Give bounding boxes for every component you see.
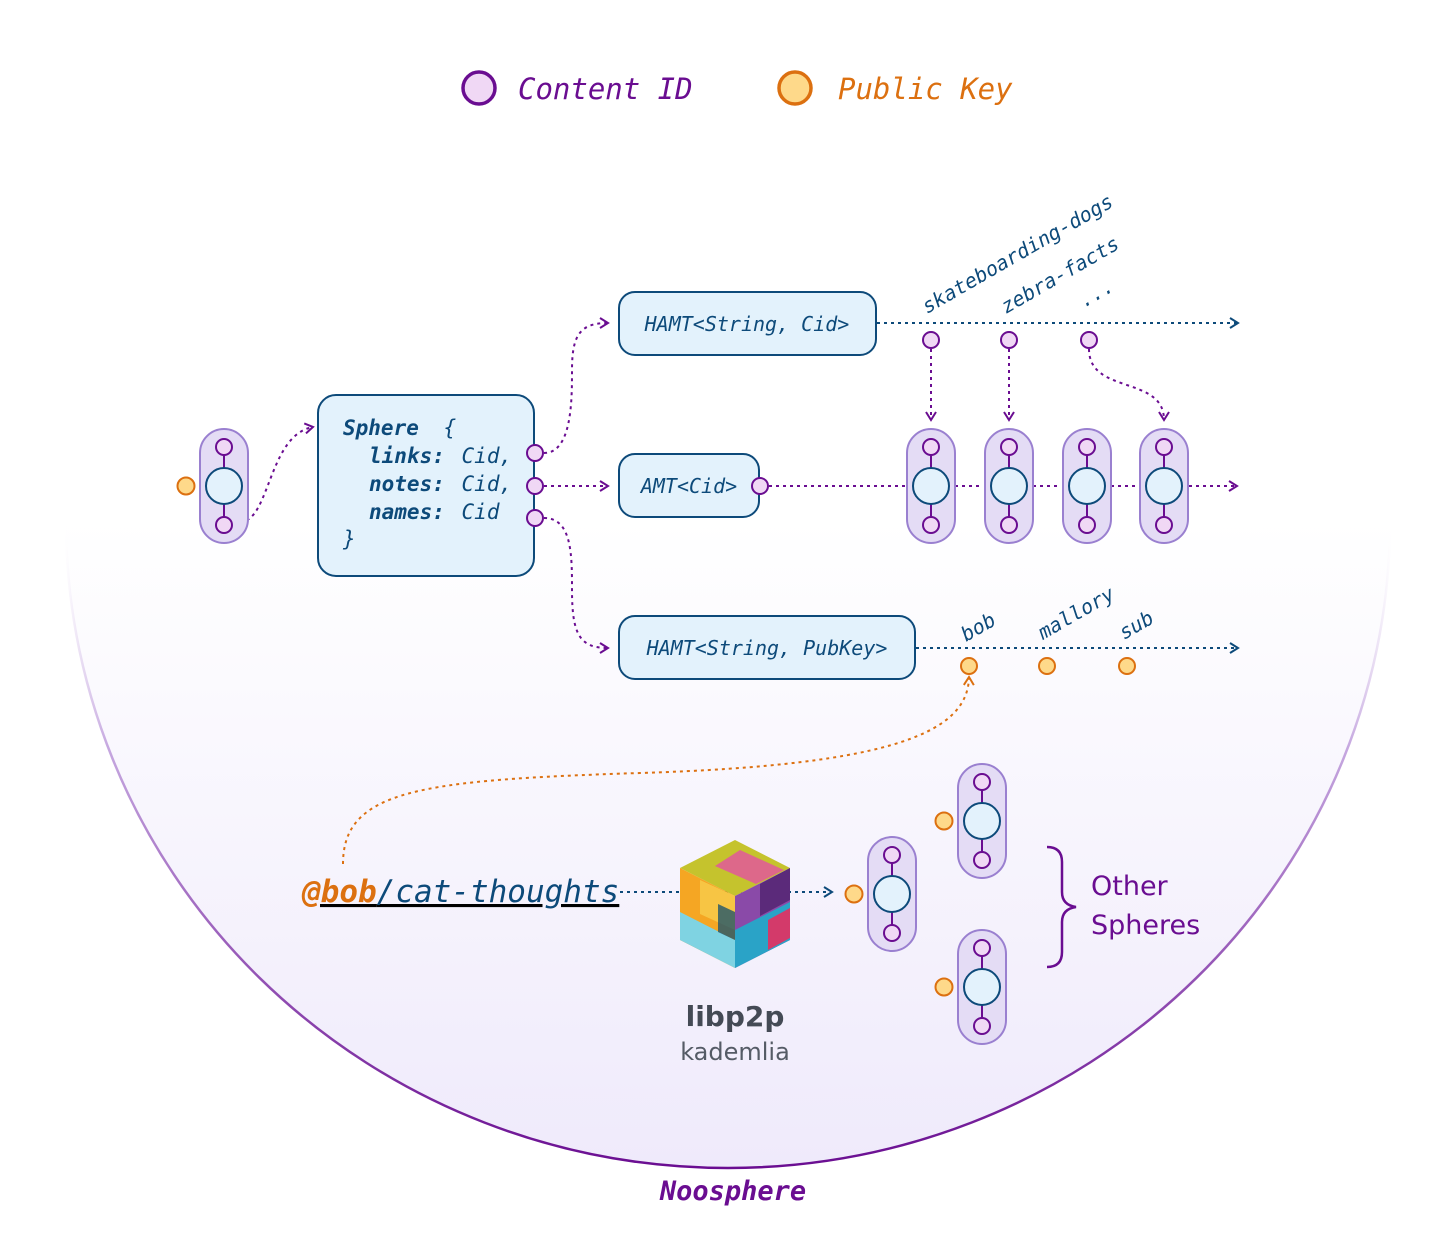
note-revision-pill-3 [1062,428,1112,544]
public-key-legend-icon [777,70,813,106]
root-sphere-pill [176,428,249,544]
parent-cid-dot [215,438,233,456]
links-hamt-box: HAMT<String, Cid> [618,291,877,356]
connectors [239,317,1239,654]
sphere-pills [176,428,1189,1045]
child-cid-dot [1000,516,1018,534]
struct-close-brace: } [342,527,356,551]
parent-cid-dot [1000,438,1018,456]
names-hamt-box: HAMT<String, PubKey> [618,615,916,680]
field-links-type: Cid, [462,444,513,468]
bob-sphere-pill [844,836,917,952]
field-names-key: names [369,500,432,524]
sphere-node [1145,467,1183,505]
name-pubkey-sub [1118,657,1136,675]
link-cid-1 [922,331,940,349]
content-id-legend-label: Content ID [518,72,693,106]
field-notes-key: notes [369,472,432,496]
child-cid-dot [973,1017,991,1035]
child-cid-dot [1078,516,1096,534]
child-cid-dot [922,516,940,534]
public-key-dot [934,977,954,997]
public-key-dot [934,811,954,831]
sphere-node [990,467,1028,505]
field-links-key: links [369,444,432,468]
libp2p-name: libp2p [686,1000,785,1033]
note-revision-pill-4 [1139,428,1189,544]
links-hamt-label: HAMT<String, Cid> [644,312,850,336]
name-pubkey-mallory [1038,657,1056,675]
sphere-node [963,968,1001,1006]
child-cid-dot [1155,516,1173,534]
sphere-node [1068,467,1106,505]
sphere-node [963,802,1001,840]
link-cid-2 [1000,331,1018,349]
names-hamt-label: HAMT<String, PubKey> [646,636,888,660]
bob-resolution-link [342,675,975,865]
other-spheres-brace [1046,845,1077,969]
notes-amt-label: AMT<Cid> [639,474,737,498]
libp2p-subtitle: kademlia [680,1038,790,1066]
struct-open-brace: { [444,416,457,440]
parent-cid-dot [973,773,991,791]
child-cid-dot [973,851,991,869]
parent-cid-dot [1078,438,1096,456]
child-cid-dot [883,924,901,942]
note-revision-pill-2 [984,428,1034,544]
note-revision-pill-1 [906,428,956,544]
legend: Content ID Public Key [461,70,1013,106]
other-spheres-label-line1: Other [1091,871,1169,902]
public-key-legend-label: Public Key [838,72,1013,106]
public-key-dot [844,884,864,904]
svg-text:links: Cid,: links: Cid, [369,444,512,468]
sphere-node [912,467,950,505]
link-keys: skateboarding-dogs zebra-facts ... [918,189,1123,349]
address-path: /cat-thoughts [377,874,620,910]
sphere-struct-box: Sphere { links: Cid, notes: Cid, names: … [317,394,544,577]
field-names-type: Cid [462,500,500,524]
field-notes-type: Cid, [462,472,513,496]
amt-cid-port [751,477,769,495]
sphere-address: @bob/cat-thoughts [301,874,619,910]
svg-text:names: Cid: names: Cid [369,500,500,524]
address-user: @bob [301,874,377,910]
struct-name: Sphere [343,416,419,440]
svg-text:notes: Cid,: notes: Cid, [369,472,512,496]
parent-cid-dot [922,438,940,456]
notes-amt-box: AMT<Cid> [618,453,769,518]
parent-cid-dot [973,939,991,957]
link-cid-3 [1080,331,1098,349]
other-spheres-label-line2: Spheres [1091,910,1200,941]
link-key-ellipsis: ... [1075,273,1118,312]
content-id-legend-icon [461,70,497,106]
links-cid-port [526,444,544,462]
sphere-node [205,467,243,505]
other-sphere-pill-2 [934,929,1007,1045]
child-cid-dot [215,516,233,534]
other-sphere-pill-1 [934,763,1007,879]
parent-cid-dot [883,846,901,864]
names-cid-port [526,509,544,527]
noosphere-label: Noosphere [659,1176,806,1207]
sphere-node [873,875,911,913]
notes-cid-port [526,477,544,495]
libp2p-logo [680,840,790,968]
public-key-dot [176,476,196,496]
name-pubkey-bob [960,657,978,675]
parent-cid-dot [1155,438,1173,456]
svg-text:Sphere {: Sphere { [343,416,457,440]
